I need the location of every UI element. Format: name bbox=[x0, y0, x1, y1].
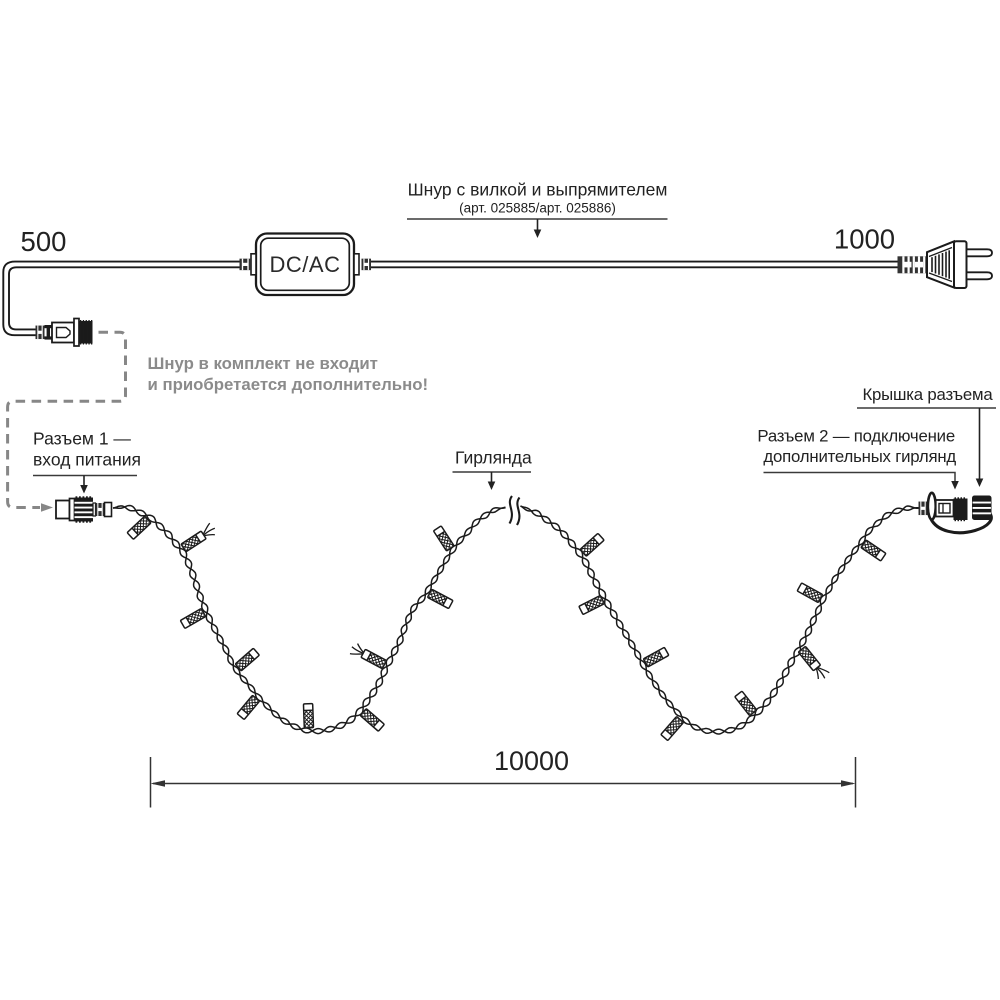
svg-text:Разъем 2 — подключение: Разъем 2 — подключение bbox=[757, 427, 955, 446]
svg-text:вход питания: вход питания bbox=[33, 450, 141, 470]
svg-text:дополнительных гирлянд: дополнительных гирлянд bbox=[763, 447, 956, 466]
svg-text:DC/AC: DC/AC bbox=[270, 252, 341, 277]
svg-text:500: 500 bbox=[21, 226, 67, 257]
svg-text:и приобретается дополнительно!: и приобретается дополнительно! bbox=[148, 375, 429, 394]
svg-text:Разъем 1 —: Разъем 1 — bbox=[33, 429, 131, 449]
svg-text:1000: 1000 bbox=[834, 224, 895, 255]
svg-text:(арт. 025885/арт. 025886): (арт. 025885/арт. 025886) bbox=[459, 201, 616, 216]
svg-text:Крышка разъема: Крышка разъема bbox=[862, 385, 993, 404]
svg-text:Шнур с вилкой и выпрямителем: Шнур с вилкой и выпрямителем bbox=[408, 180, 668, 200]
svg-text:Шнур в комплект не входит: Шнур в комплект не входит bbox=[148, 354, 378, 373]
svg-text:10000: 10000 bbox=[494, 746, 569, 776]
svg-text:Гирлянда: Гирлянда bbox=[455, 448, 532, 468]
